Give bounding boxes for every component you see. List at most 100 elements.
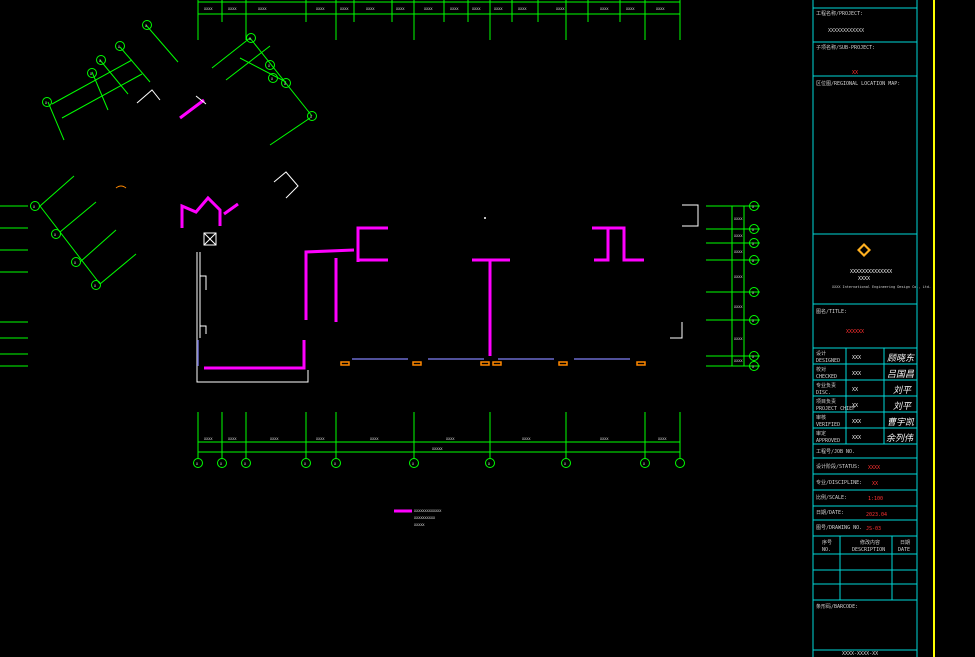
axis-bubble-label: X bbox=[334, 462, 337, 466]
left-axis-labels: X X X X bbox=[33, 205, 97, 288]
sign-role-cn: 校对 bbox=[816, 366, 826, 373]
sign-role-cn: 专业负责 bbox=[816, 382, 836, 389]
job-no-label: 工程号/JOB NO. bbox=[816, 448, 855, 455]
dim-label: XXXX bbox=[450, 7, 459, 11]
drawing-no-value: JS-03 bbox=[866, 526, 881, 532]
sign-role-en: DISC. bbox=[816, 390, 831, 396]
dim-label: XXXX bbox=[600, 437, 609, 441]
sign-name: XXX bbox=[852, 371, 861, 377]
status-label: 设计阶段/STATUS: bbox=[816, 463, 860, 470]
dim-label: XXXX bbox=[734, 337, 743, 341]
dim-label: XXXX bbox=[228, 7, 237, 11]
dim-label: XXXX bbox=[316, 437, 325, 441]
drawing-no-label: 图号/DRAWING NO. bbox=[816, 525, 862, 531]
sign-role-cn: 审核 bbox=[816, 414, 826, 421]
windows bbox=[197, 340, 630, 366]
axis-bubble-label: X bbox=[304, 462, 307, 466]
axis-bubble-label: X bbox=[33, 205, 36, 209]
legend: XXXXXXXXXXXXX XXXXXXXXXX XXXXX bbox=[394, 509, 442, 527]
axis-bubble-label: X bbox=[94, 284, 97, 288]
project-label: 工程名称/PROJECT: bbox=[816, 10, 863, 17]
axis-bubble-label: X bbox=[752, 228, 755, 232]
right-dimension-labels: XXXX XXXX XXXX XXXX XXXX XXXX XXXX bbox=[734, 217, 743, 363]
signature: 曹宇凯 bbox=[887, 417, 915, 428]
sign-name: XXX bbox=[852, 435, 861, 441]
date-label: 日期/DATE: bbox=[816, 510, 844, 516]
revision-header-date-cn: 日期 bbox=[900, 540, 910, 546]
upper-right-axis-labels: X X X X X bbox=[249, 37, 313, 119]
door-arc bbox=[115, 185, 127, 189]
upper-right-axis-group bbox=[211, 33, 317, 146]
legend-line-1: XXXXXXXXXXXXX bbox=[414, 509, 442, 513]
dim-label: XXXX bbox=[258, 7, 267, 11]
axis-bubble-label: X bbox=[752, 205, 755, 209]
top-dimension-labels: XXXX XXXX XXXX XXXX XXXX XXXX XXXX XXXX … bbox=[204, 7, 665, 11]
dim-label: XXXX bbox=[522, 437, 531, 441]
dim-label: XXXX bbox=[600, 7, 609, 11]
dim-label: XXXX bbox=[734, 359, 743, 363]
existing-walls bbox=[196, 204, 699, 383]
title-block-footer: XXXX-XXXX-XX bbox=[842, 651, 878, 657]
sign-role-cn: 设计 bbox=[816, 350, 826, 357]
sign-name: XX bbox=[852, 387, 858, 393]
sign-role-en: CHECKED bbox=[816, 374, 837, 380]
sign-name: XX bbox=[852, 403, 858, 409]
reference-point bbox=[484, 217, 486, 219]
signature: 刘平 bbox=[893, 385, 912, 396]
existing-wall-corner bbox=[273, 171, 299, 199]
top-dimension-chain bbox=[197, 0, 681, 40]
dim-label: XXXX bbox=[270, 437, 279, 441]
axis-bubble-label: X bbox=[284, 82, 287, 86]
sign-row: 专业负责 DISC. XX 刘平 bbox=[816, 382, 912, 396]
axis-bubble-label: X bbox=[145, 24, 148, 28]
revision-header-no-en: NO. bbox=[822, 547, 831, 553]
axis-bubble-label: X bbox=[54, 233, 57, 237]
dim-label: XXXX bbox=[518, 7, 527, 11]
axis-bubble-label: X bbox=[45, 101, 48, 105]
signature: 余列伟 bbox=[886, 433, 914, 444]
sign-role-cn: 审定 bbox=[816, 430, 826, 437]
dim-label: XXXX bbox=[204, 437, 213, 441]
company-name-cn-2: XXXX bbox=[858, 276, 870, 282]
sub-project-label: 子项名称/SUB-PROJECT: bbox=[816, 44, 875, 51]
right-axis-group bbox=[706, 201, 760, 371]
axis-bubble-label: X bbox=[752, 291, 755, 295]
sign-row: 审核 VERIFIED XXX 曹宇凯 bbox=[816, 414, 915, 428]
axis-bubble-label: X bbox=[488, 462, 491, 466]
legend-line-3: XXXXX bbox=[414, 523, 425, 527]
dim-label: XXXX bbox=[228, 437, 237, 441]
existing-wall-corner bbox=[195, 95, 207, 105]
project-value: XXXXXXXXXXXX bbox=[828, 28, 864, 34]
axis-bubble-label: X bbox=[752, 242, 755, 246]
dim-label: XXXX bbox=[734, 217, 743, 221]
signature: 吕国昌 bbox=[887, 369, 915, 380]
dim-label: XXXX bbox=[734, 234, 743, 238]
axis-bubble-label: X bbox=[752, 355, 755, 359]
dim-label: XXXX bbox=[656, 7, 665, 11]
dim-label: XXXX bbox=[396, 7, 405, 11]
dim-label: XXXX bbox=[340, 7, 349, 11]
dim-label: XXXX bbox=[446, 437, 455, 441]
company-logo bbox=[857, 243, 871, 257]
bottom-dimension-labels: XXXX XXXX XXXX XXXX XXXX XXXX XXXX XXXX … bbox=[204, 437, 667, 451]
dim-label: XXXX bbox=[626, 7, 635, 11]
sign-role-en: DESIGNED bbox=[816, 358, 840, 364]
axis-bubble-label: X bbox=[249, 37, 252, 41]
dim-label: XXXX bbox=[734, 250, 743, 254]
dim-label: XXXX bbox=[734, 305, 743, 309]
status-value: XXXX bbox=[868, 465, 880, 471]
sign-role-cn: 项目负责 bbox=[816, 398, 836, 405]
axis-bubble-label: X bbox=[196, 462, 199, 466]
dim-total-label: XXXXX bbox=[432, 447, 443, 451]
sign-role-en: VERIFIED bbox=[816, 422, 840, 428]
sign-row: 项目负责 PROJECT CHIEF XX 刘平 bbox=[816, 398, 912, 412]
barcode-label: 条形码/BARCODE: bbox=[816, 603, 858, 610]
location-label: 区位图/REGIONAL LOCATION MAP: bbox=[816, 80, 900, 87]
company-name-cn: XXXXXXXXXXXXXX bbox=[850, 269, 892, 275]
axis-bubble-label: X bbox=[220, 462, 223, 466]
new-wall-segment bbox=[179, 98, 205, 120]
discipline-label: 专业/DISCIPLINE: bbox=[816, 479, 862, 486]
sign-row: 审定 APPROVED XXX 余列伟 bbox=[816, 430, 914, 444]
axis-bubble-label: X bbox=[310, 115, 313, 119]
